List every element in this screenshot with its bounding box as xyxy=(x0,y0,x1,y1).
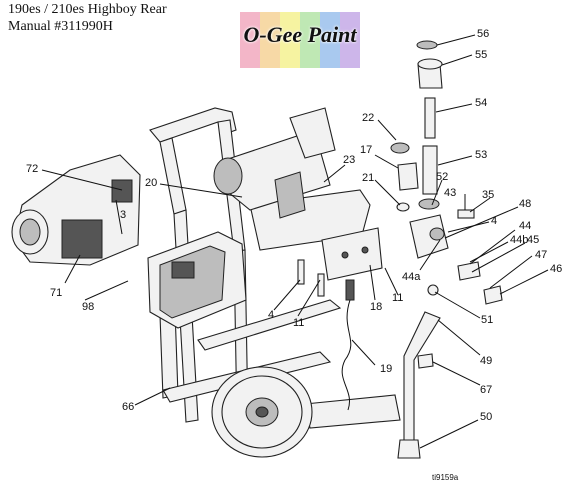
control-box xyxy=(147,231,247,329)
callout-44b: 44b xyxy=(510,234,528,246)
logo-stripe xyxy=(280,12,300,68)
callout-18: 18 xyxy=(370,301,382,313)
small-parts xyxy=(297,142,503,411)
callout-54: 54 xyxy=(475,97,487,109)
header-line-2: Manual #311990H xyxy=(8,19,113,34)
leader-lines xyxy=(41,34,549,449)
wheel xyxy=(211,366,313,458)
logo-stripe xyxy=(320,12,340,68)
callout-53: 53 xyxy=(475,149,487,161)
header-line-1: 190es / 210es Highboy Rear xyxy=(8,2,167,17)
logo-stripe xyxy=(240,12,260,68)
callout-67: 67 xyxy=(480,384,492,396)
logo-stripes xyxy=(240,12,360,68)
control-board xyxy=(321,227,383,281)
callout-49: 49 xyxy=(480,355,492,367)
callout-20: 20 xyxy=(145,177,157,189)
figure-id: ti9159a xyxy=(432,473,459,482)
callout-44: 44 xyxy=(519,220,531,232)
callout-11a: 11 xyxy=(293,317,304,329)
callout-45: 45 xyxy=(527,234,539,246)
callout-43: 43 xyxy=(444,187,456,199)
callout-98: 98 xyxy=(82,301,94,313)
logo-stripe xyxy=(340,12,360,68)
callout-51: 51 xyxy=(481,314,493,326)
callout-46: 46 xyxy=(550,263,562,275)
callout-22: 22 xyxy=(362,112,374,124)
callout-48: 48 xyxy=(519,198,531,210)
callout-47: 47 xyxy=(535,249,547,261)
motor xyxy=(213,107,336,219)
callout-4b: 4 xyxy=(268,309,274,321)
callout-72: 72 xyxy=(26,163,38,175)
logo-text: O-Gee Paint xyxy=(243,22,357,47)
inlet-tube xyxy=(397,311,441,459)
pump-stack xyxy=(409,40,449,259)
callout-50: 50 xyxy=(480,411,492,423)
callout-3: 3 xyxy=(120,209,126,221)
callout-11b: 11 xyxy=(392,292,403,304)
callout-71: 71 xyxy=(50,287,62,299)
callout-35: 35 xyxy=(482,189,494,201)
callout-4a: 4 xyxy=(491,215,497,227)
callout-56: 56 xyxy=(477,28,489,40)
callout-21: 21 xyxy=(362,172,374,184)
shroud xyxy=(11,154,141,266)
callout-52: 52 xyxy=(436,171,448,183)
callout-44a: 44a xyxy=(402,271,421,283)
callout-23: 23 xyxy=(343,154,355,166)
logo-stripe xyxy=(260,12,280,68)
callout-17: 17 xyxy=(360,144,372,156)
logo: O-Gee Paint xyxy=(230,12,370,68)
callout-19: 19 xyxy=(380,363,392,375)
callouts: 72 20 23 22 17 21 52 43 35 48 4 44 44b 4… xyxy=(26,28,562,423)
logo-stripe xyxy=(300,12,320,68)
callout-66: 66 xyxy=(122,401,134,413)
callout-55: 55 xyxy=(475,49,487,61)
